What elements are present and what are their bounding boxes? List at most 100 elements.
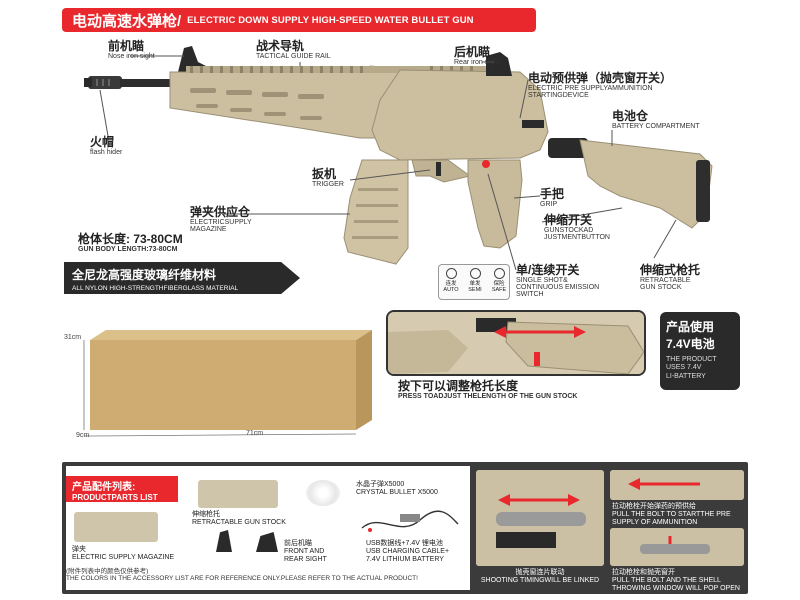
label-pre-supply: 电动预供弹（抛壳窗开关） ELECTRIC PRE SUPPLYAMMUNITI… [528,72,672,99]
label-trigger: 扳机 TRIGGER [312,168,344,188]
retract-stock-en2: GUN STOCK [640,283,682,291]
stock-button-en1: GUNSTOCKAD [544,226,594,234]
part-mag-zh: 弹夹 [72,546,86,553]
bolt3-en2: THROWING WINDOW WILL POP OPEN [612,585,740,593]
battery-info: 产品使用 7.4V电池 THE PRODUCT USES 7.4V LI-BAT… [660,312,740,390]
stock-button-en2: JUSTMENTBUTTON [544,233,610,241]
rail-zh: 战术导轨 [256,39,305,53]
retract-stock-zh: 伸缩式枪托 [640,263,701,277]
part-stock-zh: 伸缩枪托 [192,511,220,518]
bolt3-zh: 拉动枪栓和抛壳窗开 [612,569,675,576]
title-en: ELECTRIC DOWN SUPPLY HIGH-SPEED WATER BU… [187,14,474,26]
stock-button-zh: 伸缩开关 [544,213,593,227]
label-rear-sight: 后机瞄 Rear iron sight [454,46,500,66]
flash-hider-en: flash hider [90,148,123,156]
rail-en: TACTICAL GUIDE RAIL [256,52,331,60]
mode-semi-en: SEMI [468,287,482,294]
mode-switch-zh: 单/连续开关 [516,263,580,277]
material-zh: 全尼龙高强度玻璃纤维材料 [72,268,217,282]
bolt-photo-2-drawing [610,470,744,500]
stock-detail-drawing [388,312,644,374]
part-crystal-en: CRYSTAL BULLET X5000 [356,489,438,497]
part-crystal-label: 水晶子弹X5000 CRYSTAL BULLET X5000 [356,481,438,497]
bolt2-label: 拉动枪栓开始弹药的预供给 PULL THE BOLT TO STARTTHE P… [612,503,746,527]
part-mag-en: ELECTRIC SUPPLY MAGAZINE [72,554,175,562]
gun-length: 枪体长度: 73-80CM GUN BODY LENGTH:73-80CM [78,233,183,253]
magazine-en1: ELECTRICSUPPLY [190,218,252,226]
bolt-photo-3-drawing [610,528,744,566]
mode-safe-en: SAFE [491,287,507,294]
bolt3-label: 拉动枪栓和抛壳窗开 PULL THE BOLT AND THE SHELL TH… [612,569,746,593]
press-zh: 按下可以调整枪托长度 [398,379,519,393]
grip-en: GRIP [540,200,558,208]
mode-safe: 保险 SAFE [487,265,511,293]
gun-length-en: GUN BODY LENGTH:73-80CM [78,245,178,253]
label-magazine: 弹夹供应仓 ELECTRICSUPPLY MAGAZINE [190,206,252,233]
mode-switch-en2: CONTINUOUS EMISSION [516,283,600,291]
pre-supply-en1: ELECTRIC PRE SUPPLYAMMUNITION [528,84,653,92]
mode-auto: 连发 AUTO [439,265,463,293]
box-depth: 9cm [76,432,90,439]
label-rail: 战术导轨 TACTICAL GUIDE RAIL [256,40,331,60]
crystal-bullet-image [306,480,340,506]
part-mag-image [74,512,158,542]
part-sights-label: 前后机瞄 FRONT AND REAR SIGHT [284,540,327,564]
battery-comp-en: BATTERY COMPARTMENT [612,122,700,130]
box-height: 31cm [64,334,82,341]
bolt-photo-1-drawing [476,470,604,566]
grip-zh: 手把 [540,187,565,201]
part-stock-en: RETRACTABLE GUN STOCK [192,519,286,527]
rear-sight-zh: 后机瞄 [454,45,491,59]
title-zh: 电动高速水弹枪/ [72,12,182,30]
parts-note-zh: (附件列表中的颜色仅供参考) [66,568,149,575]
parts-title: 产品配件列表: PRODUCTPARTS LIST [66,476,178,502]
box-drawing [83,330,372,437]
battery-en1: THE PRODUCT [666,356,717,363]
battery-comp-zh: 电池仓 [612,109,649,123]
bolt1-label: 抛壳窗连片联动 SHOOTING TIMINGWILL BE LINKED [478,569,602,585]
part-mag-label: 弹夹 ELECTRIC SUPPLY MAGAZINE [72,546,174,562]
bolt1-zh: 抛壳窗连片联动 [515,569,565,576]
bolt2-zh: 拉动枪栓开始弹药的预供给 [612,503,696,510]
header-banner: 电动高速水弹枪/ ELECTRIC DOWN SUPPLY HIGH-SPEED… [62,8,536,32]
magazine-zh: 弹夹供应仓 [190,205,251,219]
pre-supply-en2: STARTINGDEVICE [528,91,589,99]
mode-auto-en: AUTO [443,287,459,294]
safe-icon [493,268,505,279]
auto-icon [445,268,457,279]
part-usb-en2: 7.4V LITHIUM BATTERY [366,556,444,564]
flash-hider-shape [84,76,122,89]
part-sights-en1: FRONT AND [284,548,325,556]
press-en: PRESS TOADJUST THELENGTH OF THE GUN STOC… [398,392,578,400]
battery-zh1: 产品使用 [666,320,715,334]
part-usb-zh: USB数据线+7.4V 锂电池 [366,540,443,547]
rear-sight-en: Rear iron sight [454,58,500,66]
mode-selector: 连发 AUTO 单发 SEMI 保险 SAFE [438,264,510,300]
mode-switch-en3: SWITCH [516,291,544,299]
gun-illustration [84,46,713,271]
front-sight-en: Nose iron sight [108,52,155,60]
battery-zh2: 7.4V电池 [666,337,715,351]
semi-icon [469,268,481,279]
label-flash-hider: 火帽 flash hider [90,136,122,156]
flash-hider-zh: 火帽 [90,135,115,149]
bolt2-en1: PULL THE BOLT TO STARTTHE PRE [612,511,731,519]
bolt-photo-1 [476,470,604,566]
part-crystal-zh: 水晶子弹X5000 [356,481,405,488]
parts-note: (附件列表中的颜色仅供参考) THE COLORS IN THE ACCESSO… [66,568,466,583]
bolt2-en2: SUPPLY OF AMMUNITION [612,519,698,527]
press-instruction: 按下可以调整枪托长度 PRESS TOADJUST THELENGTH OF T… [398,380,577,400]
parts-title-en: PRODUCTPARTS LIST [72,493,158,502]
label-battery-compartment: 电池仓 BATTERY COMPARTMENT [612,110,700,130]
trigger-en: TRIGGER [312,180,344,188]
label-front-sight: 前机瞄 Nose iron sight [108,40,155,60]
bolt1-en: SHOOTING TIMINGWILL BE LINKED [480,577,600,585]
magazine-en2: MAGAZINE [190,225,227,233]
bolt-photo-3 [610,528,744,566]
mode-semi: 单发 SEMI [463,265,487,293]
packaging-box: 31cm 9cm 71cm [60,322,380,442]
part-stock-label: 伸缩枪托 RETRACTABLE GUN STOCK [192,511,286,527]
part-sights-en2: REAR SIGHT [284,556,327,564]
usb-cable-icon [361,510,459,532]
label-stock-button: 伸缩开关 GUNSTOCKAD JUSTMENTBUTTON [544,214,610,241]
